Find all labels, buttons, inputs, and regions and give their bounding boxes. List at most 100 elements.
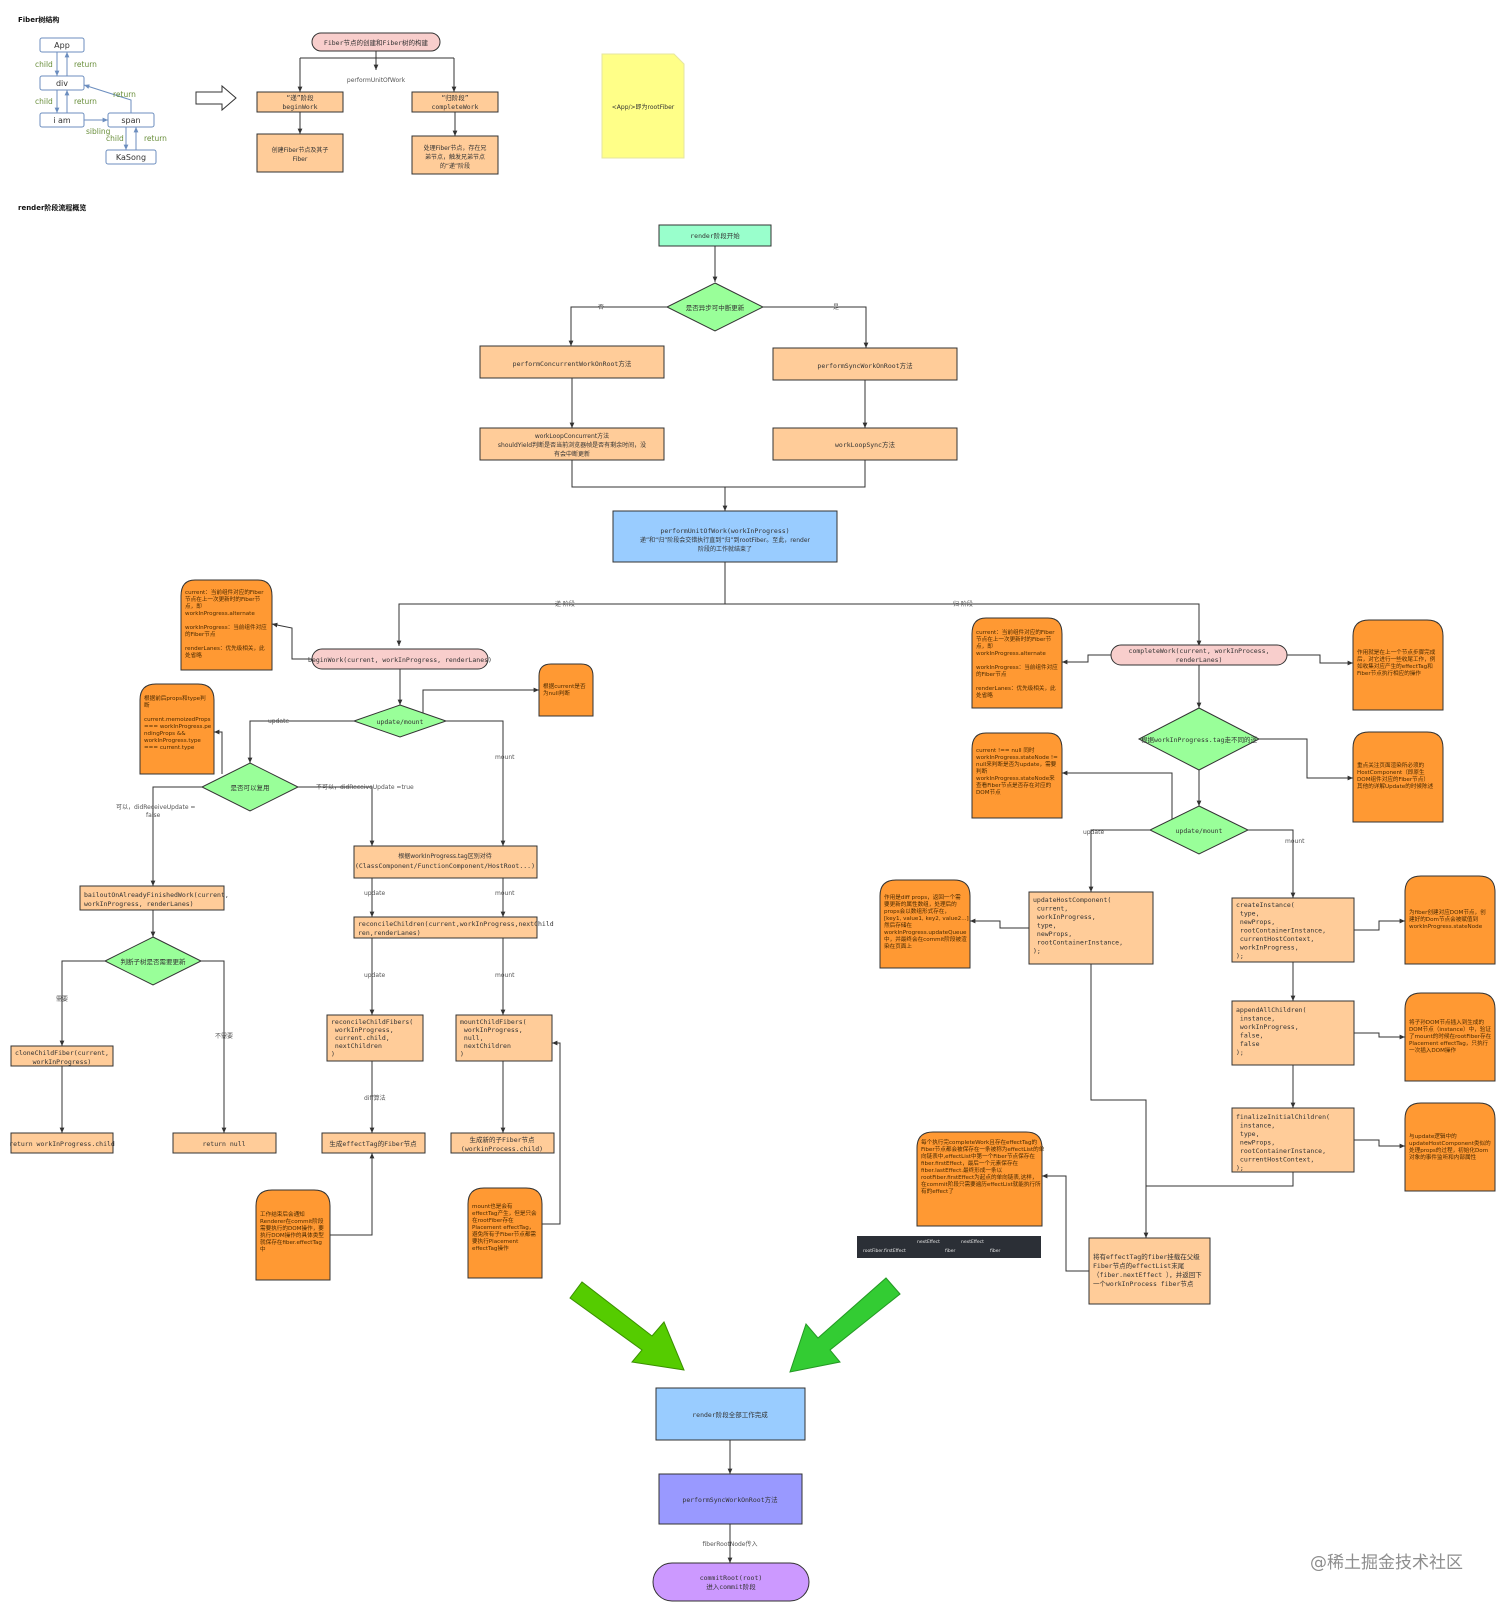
text-line: instance, [1236, 1015, 1275, 1023]
reconcile-fibers-box [326, 1014, 424, 1062]
perform-unit-box [612, 510, 838, 563]
note-append [1404, 992, 1496, 1082]
text-line: workInProgress, [460, 1026, 523, 1034]
note-begin-null [538, 663, 594, 717]
text-line: === workInProgress.pe [144, 724, 212, 730]
perform-sync-root-text: performSyncWorkOnRoot方法 [682, 1495, 778, 1504]
text-line: 工作结束后会通知 [260, 1210, 305, 1218]
mount-fibers-text: mountChildFibers( workInProgress, null, … [460, 1018, 527, 1058]
text-line: workInProgress.updateQueue [884, 930, 967, 936]
gen-new-child-line2: (workinProcess.child) [461, 1145, 543, 1153]
loop-concurrent-line1: workLoopConcurrent方法 [535, 432, 609, 440]
text-line: rootContainerInstance, [1033, 939, 1123, 947]
text-line: 一个workInProcess fiber节点 [1093, 1280, 1194, 1288]
reconcile-children-line1: reconcileChildren(current,workInProgress… [358, 920, 554, 928]
text-line: false, [1236, 1032, 1263, 1040]
text-line: 为fiber创建对应DOM节点，创 [1409, 908, 1486, 916]
loop-concurrent-line3: 有会中断更新 [554, 450, 590, 458]
gui-phase-label: 归 阶段 [953, 600, 973, 608]
loop-sync-box [772, 427, 958, 461]
async-decision [665, 282, 765, 332]
text-line: null, [460, 1034, 483, 1042]
di-phase-label: 递 阶段 [555, 600, 575, 608]
text-line: ); [1236, 1049, 1244, 1057]
complete-work-box-line2: completeWork [432, 103, 479, 111]
render-start-text: render阶段开始 [690, 231, 740, 240]
finalize-text: finalizeInitialChildren( instance, type,… [1236, 1113, 1330, 1172]
text-line: 查看Fiber节点是否存在对应的 [976, 781, 1052, 789]
text-line: instance, [1236, 1122, 1275, 1130]
mount-effect-box [1088, 1237, 1211, 1305]
create-fiber-box-line2: Fiber [293, 156, 308, 163]
reconcile-children-box [353, 916, 538, 939]
note-complete-role-text: 作用就是在上一个节点步骤完成后，对它进行一些收尾工作，例如收集对应产生的effe… [1357, 648, 1436, 677]
tree-node-app [39, 37, 85, 53]
text-line: 在rootFiber存在 [472, 1216, 514, 1224]
text-line: 与update逻辑中的 [1409, 1132, 1457, 1140]
text-line: DOM节点（instance）中，验证 [1409, 1025, 1491, 1033]
subtree-decision [103, 936, 203, 986]
text-line: reconcileChildFibers( [331, 1018, 413, 1026]
text-line: 根据前后props和type判 [144, 694, 206, 702]
perform-unit-line3: 阶段的工作就结束了 [698, 545, 752, 553]
update-host-text: updateHostComponent( current, workInProg… [1033, 896, 1123, 955]
text-line: workInProgress.type [144, 738, 201, 744]
complete-work-node-line2: renderLanes) [1176, 656, 1223, 664]
tree-node-kasong-label: KaSong [116, 153, 146, 162]
begin-work-box-line2: beginWork [282, 103, 317, 111]
effect-list-image [857, 1236, 1041, 1258]
text-line [976, 679, 978, 685]
text-line: 中，并最终会在commit阶段被渲 [884, 935, 967, 943]
text-line: workInProgress, [1236, 1023, 1299, 1031]
text-line: currentHostContext, [1236, 935, 1314, 943]
text-line: nextChildren [331, 1042, 382, 1050]
tree-label-child-1: child [35, 60, 53, 69]
text-line: newProps, [1033, 930, 1072, 938]
text-line: 需要执行的DOM操作，要 [260, 1224, 324, 1232]
text-line: ); [1236, 952, 1244, 960]
perform-unit-label: performUnitOfWork [347, 77, 406, 84]
fiber-root-passed-label: fiberRootNode传入 [703, 1540, 758, 1548]
text-line: 向链表中,effectList中第一个Fiber节点保存在 [921, 1152, 1035, 1160]
render-done-text: render阶段全部工作完成 [692, 1410, 768, 1419]
text-line: [key1, value1, key2, value2...] [884, 916, 969, 922]
handle-fiber-box-line1: 处理Fiber节点，存在兄 [424, 144, 487, 152]
text-line: mountChildFibers( [460, 1018, 527, 1026]
text-line: workInProgress.stateNode来 [976, 774, 1055, 782]
text-line: ) [460, 1050, 464, 1058]
text-line: 作用就是在上一个节点步骤完成 [1357, 648, 1436, 656]
hollow-arrow-icon [195, 84, 237, 112]
text-line: Fiber节点执行相应的操作 [1357, 669, 1421, 677]
text-line: type, [1236, 1130, 1259, 1138]
text-line: 有的effect了 [921, 1187, 954, 1195]
tree-node-kasong [105, 149, 157, 165]
update-mount-right-text: update/mount [1176, 827, 1223, 835]
note-complete-current [971, 617, 1063, 709]
text-line: currentHostContext, [1236, 1156, 1314, 1164]
tag-switch-line1: 根据workInProgress.tag区别对待 [398, 852, 491, 860]
diff-label: diff算法 [364, 1094, 386, 1102]
effect-list-root: rootFiber.firstEffect [863, 1248, 906, 1254]
note-create-dom [1404, 875, 1496, 965]
text-line [976, 658, 978, 664]
text-line: type, [1033, 922, 1056, 930]
section-title-render-overview: render阶段流程概览 [18, 203, 86, 212]
text-line: Fiber节点都会被保存在一条被称为effectList的单 [921, 1145, 1045, 1153]
text-line: 处理props的过程，初始化Dom [1409, 1146, 1488, 1154]
clone-child-line1: cloneChildFiber(current, [15, 1049, 109, 1057]
sticky-note-text: <App/>即为rootFiber [612, 103, 675, 111]
update-mount-decision-right [1148, 805, 1250, 855]
text-line: 要更新的属性数组，处理后的 [884, 900, 957, 908]
handle-fiber-box-line3: 的“递”阶段 [440, 162, 470, 170]
text-line: current.memoizedProps [144, 717, 211, 723]
tree-label-child-2: child [35, 97, 53, 106]
handle-fiber-box-line2: 弟节点，触发兄弟节点 [425, 153, 485, 161]
text-line: === current.type [144, 745, 195, 751]
